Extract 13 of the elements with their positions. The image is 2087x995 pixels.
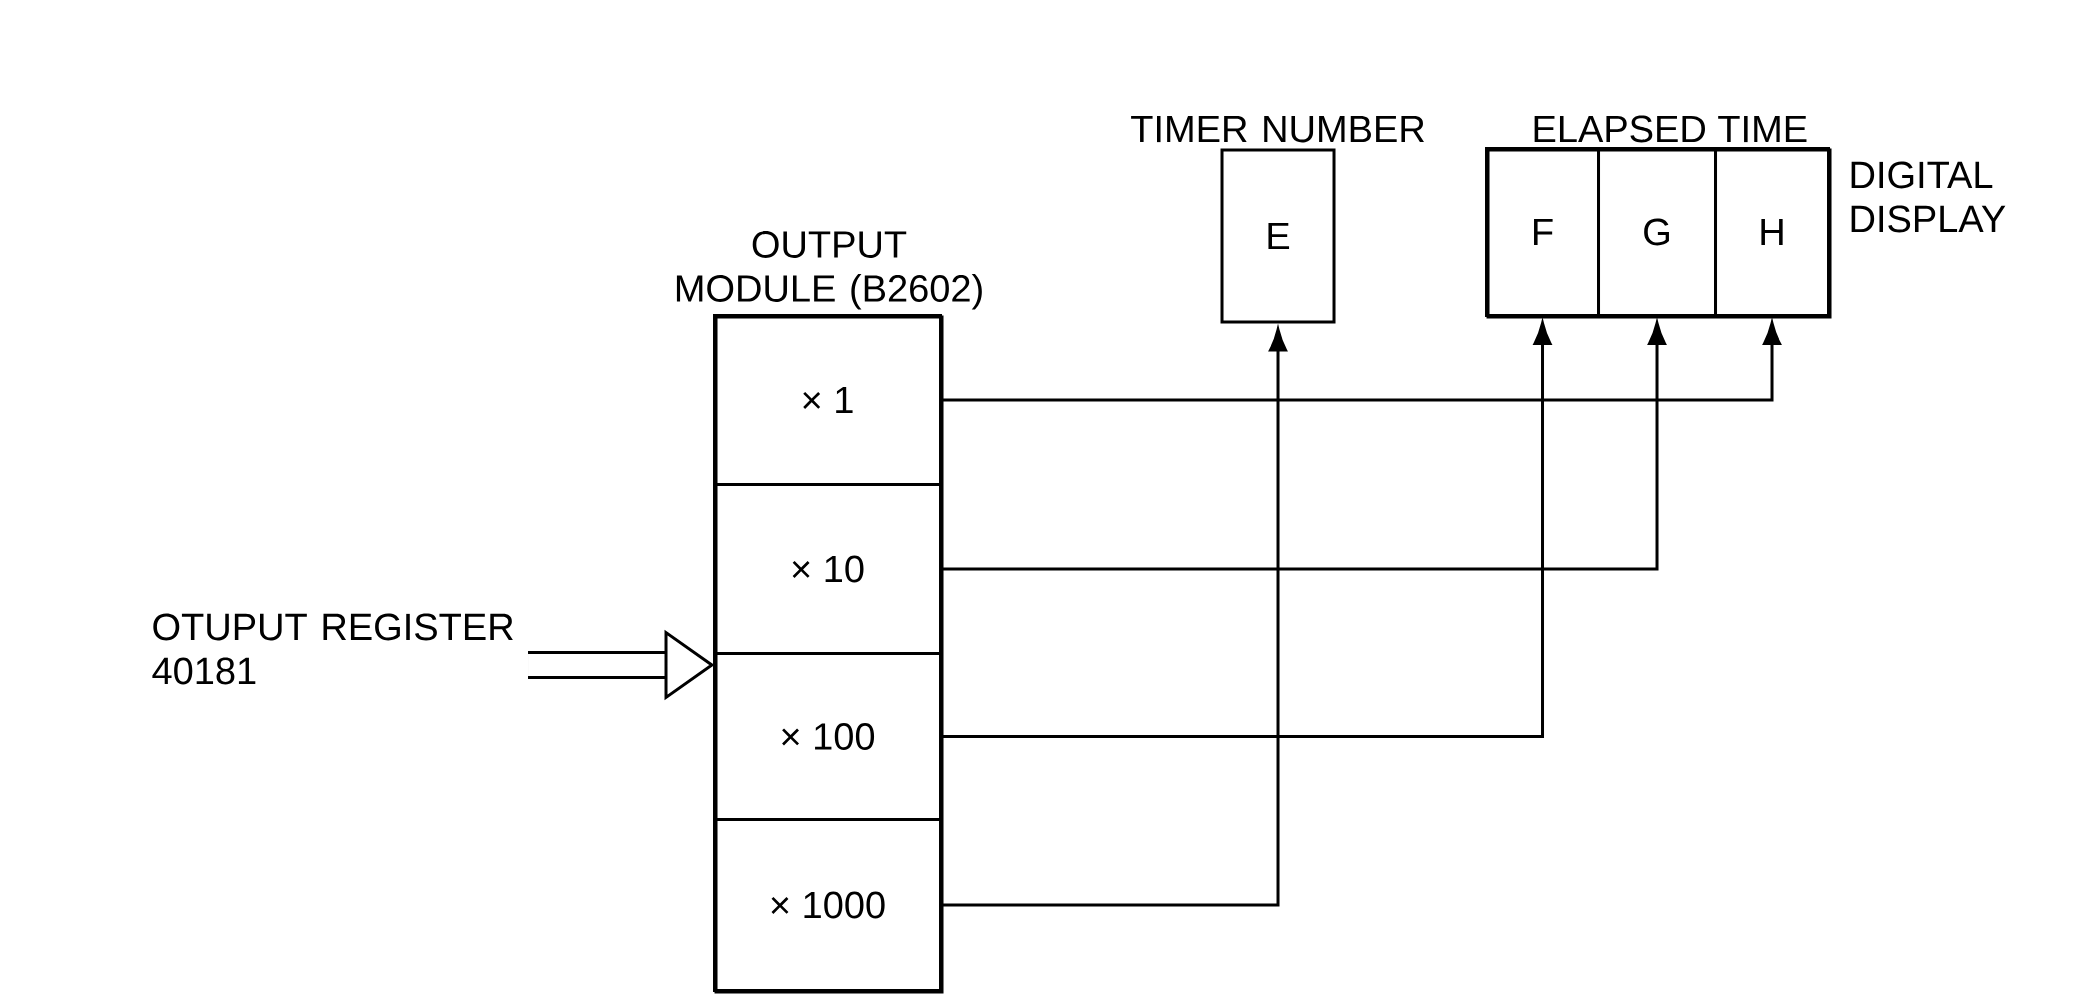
cell-box: H [1714,147,1830,317]
display-caption: DIGITAL DISPLAY [1851,161,2006,233]
cell-box: × 1000 [713,818,942,992]
heading-label: TIMER NUMBER [1131,115,1424,143]
cell-box: × 1 [713,314,942,486]
cell-box: F [1485,147,1600,317]
cell-box: G [1597,147,1717,317]
register-label: OTUPUT REGISTER 40181 [152,613,513,685]
heading-label: ELAPSED TIME [1534,115,1807,143]
display-box: E [1220,148,1336,324]
cell-box: × 100 [713,652,942,821]
heading-label: OUTPUT MODULE (B2602) [676,231,982,310]
cell-box: × 10 [713,483,942,655]
